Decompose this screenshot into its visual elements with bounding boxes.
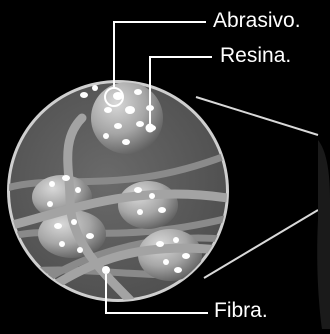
abrasive-grain-icon [136,121,144,127]
leader-abrasivo [114,22,206,88]
fiber-strand-icon [0,270,240,275]
label-resina: Resina. [220,45,291,66]
abrasive-grain-icon [49,181,55,187]
abrasive-grain-icon [134,89,142,95]
abrasive-grain-icon [62,175,70,181]
abrasive-grain-icon [163,259,169,265]
abrasive-grain-icon [47,201,53,207]
abrasive-grain-icon [75,187,81,193]
abrasive-grain-icon [137,209,143,215]
label-abrasivo: Abrasivo. [213,10,301,31]
abrasive-grain-icon [125,106,135,114]
abrasive-grain-icon [173,237,179,243]
abrasive-grain-icon [134,187,142,193]
abrasive-grain-icon [86,233,94,239]
abrasive-grain-icon [80,92,88,98]
abrasive-grain-icon [156,241,164,247]
resin-sphere-icon [118,181,178,229]
abrasive-grain-icon [103,133,109,139]
abrasive-grain-icon [54,223,62,229]
abrasive-grain-icon [174,267,182,273]
resin-marker [146,124,155,133]
abrasive-grain-icon [92,85,98,91]
abrasive-grain-icon [71,219,77,225]
fiber-object-sliver [317,140,330,329]
abrasive-grain-icon [182,253,190,259]
zoom-guide-upper [196,97,318,135]
label-fibra: Fibra. [214,300,268,321]
abrasive-grain-icon [158,207,166,213]
abrasive-grain-icon [104,107,112,113]
abrasive-grain-icon [149,193,155,199]
abrasive-grain-icon [59,241,65,247]
abrasive-grain-icon [114,123,122,129]
abrasive-grain-icon [122,139,130,145]
abrasive-grain-icon [77,247,83,253]
fiber-marker [102,266,110,274]
